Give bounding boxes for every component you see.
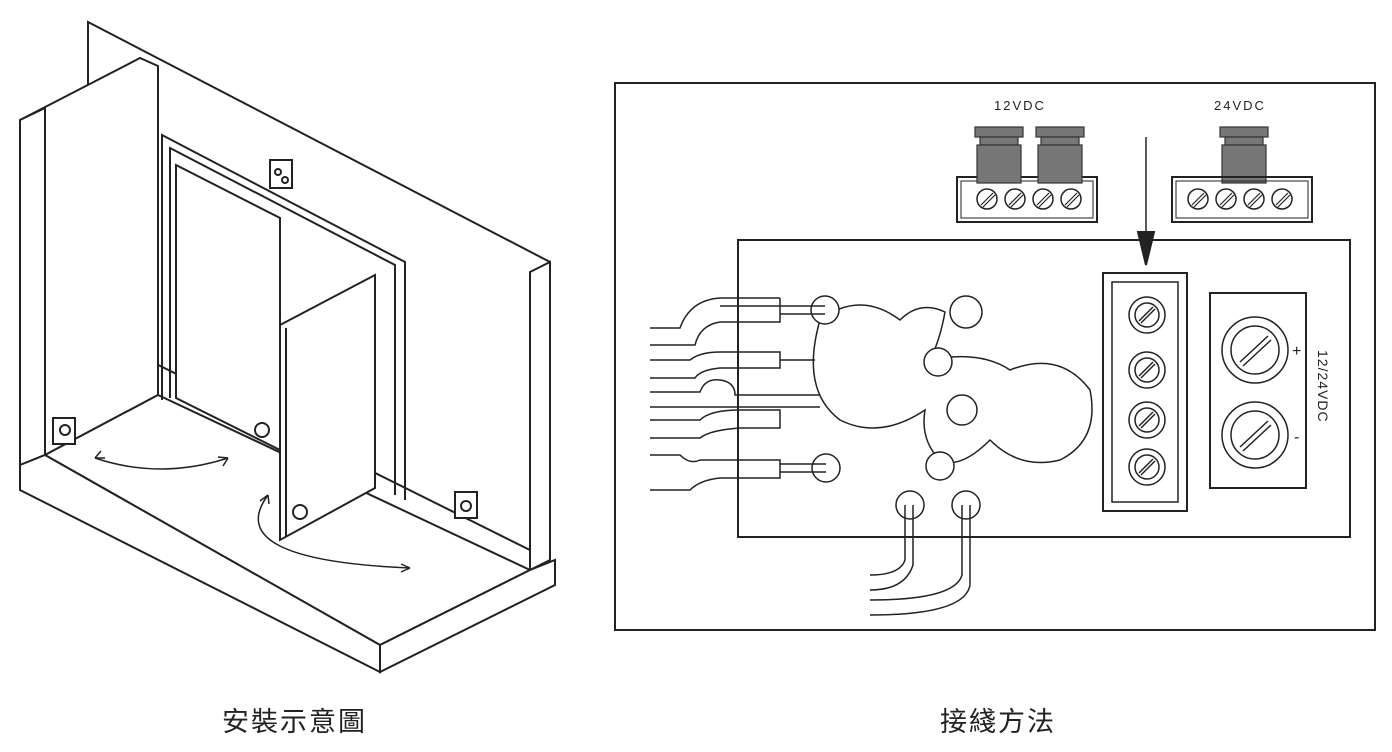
wiring-diagram [614,82,1376,631]
wall-switch-left [52,417,76,445]
label-power-input: 12/24VDC [1315,350,1331,423]
swing-arrow-1 [94,457,229,470]
lock-icon [254,422,270,438]
right-wall [529,260,551,572]
label-plus: + [1292,343,1303,360]
outer-frame [614,82,1376,631]
arrow-down-icon [1136,231,1156,266]
door-frame [161,133,406,500]
swing-arrow-2 [257,494,411,569]
terminal-block [1102,272,1188,512]
label-24vdc: 24VDC [1214,98,1266,113]
caption-installation: 安裝示意圖 [222,707,367,738]
door-panel-open [279,273,376,542]
wall-switch-right [454,491,478,519]
installation-diagram [19,20,556,674]
caption-wiring: 接綫方法 [940,707,1056,738]
jumper-block-24v [1171,176,1313,223]
label-12vdc: 12VDC [994,98,1046,113]
jumper-block-12v [956,176,1098,223]
power-terminal [1209,292,1307,489]
lock-board [737,239,1351,538]
lock-body [812,304,1093,464]
label-minus: - [1294,429,1301,446]
